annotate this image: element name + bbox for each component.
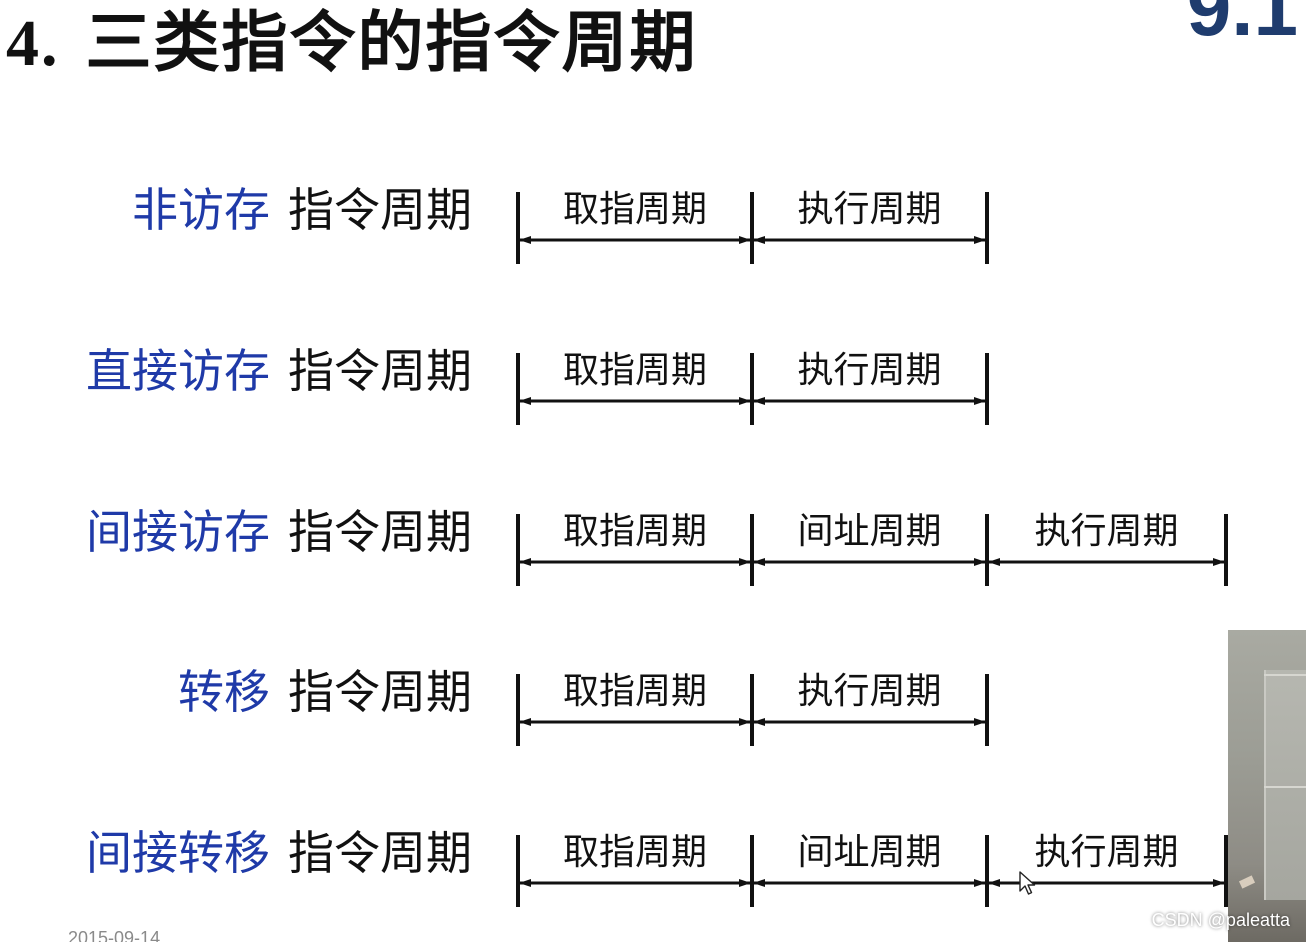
- timeline-row: [516, 192, 989, 264]
- section-number: 4.: [6, 7, 60, 80]
- slide-title: 4. 三类指令的指令周期: [6, 2, 698, 84]
- mouse-pointer-icon: [1019, 871, 1036, 895]
- cycle-segment-label: 执行周期: [797, 189, 942, 230]
- row-label: 间接访存指令周期: [86, 504, 472, 560]
- webcam-background-door: [1264, 670, 1306, 900]
- instruction-cycle-suffix: 指令周期: [288, 665, 472, 719]
- row-label: 直接访存指令周期: [86, 343, 472, 399]
- instruction-kind: 直接访存: [86, 344, 270, 398]
- cycle-segment-label: 取指周期: [562, 671, 707, 712]
- webcam-hand: [1238, 875, 1256, 889]
- instruction-kind: 非访存: [132, 183, 270, 237]
- corner-chapter-number: 9.1: [1186, 0, 1298, 52]
- title-text: 三类指令的指令周期: [85, 3, 698, 81]
- cycle-segment-label: 执行周期: [1034, 511, 1179, 552]
- webcam-background-edge: [1264, 674, 1306, 676]
- webcam-overlay: [1228, 630, 1306, 942]
- timeline-row: [516, 674, 989, 746]
- instruction-cycle-suffix: 指令周期: [288, 183, 472, 237]
- cycle-segment-label: 执行周期: [797, 671, 942, 712]
- timeline-row: [516, 353, 989, 425]
- csdn-watermark: CSDN @paleatta: [1151, 910, 1290, 930]
- cycle-segment-label: 取指周期: [562, 511, 707, 552]
- timeline-row: [516, 514, 1228, 586]
- instruction-kind: 间接访存: [86, 505, 270, 559]
- cycle-segment-label: 取指周期: [562, 832, 707, 873]
- cycle-segment-label: 间址周期: [797, 832, 942, 873]
- cycle-segment-label: 取指周期: [562, 350, 707, 391]
- instruction-cycle-suffix: 指令周期: [288, 505, 472, 559]
- instruction-kind: 间接转移: [86, 826, 270, 880]
- webcam-background-edge: [1264, 786, 1306, 788]
- slide-date: 2015-09-14: [68, 928, 161, 942]
- cycle-segment-label: 间址周期: [797, 511, 942, 552]
- row-label: 转移指令周期: [178, 664, 472, 720]
- row-label: 间接转移指令周期: [86, 825, 472, 881]
- instruction-cycle-suffix: 指令周期: [288, 826, 472, 880]
- cycle-segment-label: 执行周期: [797, 350, 942, 391]
- timeline-row: [516, 835, 1228, 907]
- row-label: 非访存指令周期: [132, 182, 472, 238]
- cycle-segment-label: 执行周期: [1034, 832, 1179, 873]
- cycle-segment-label: 取指周期: [562, 189, 707, 230]
- instruction-cycle-suffix: 指令周期: [288, 344, 472, 398]
- instruction-kind: 转移: [178, 665, 270, 719]
